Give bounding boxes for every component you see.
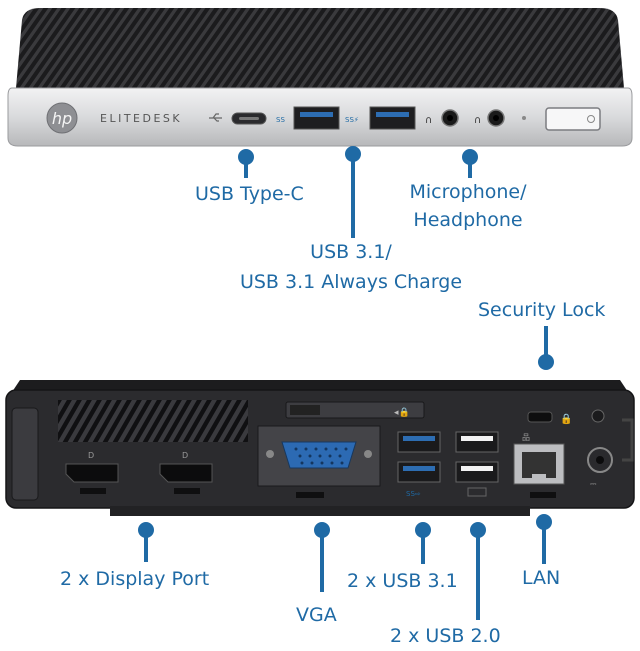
usb-2-0-port-top[interactable] — [455, 431, 499, 453]
lock-icon: 🔒 — [560, 413, 572, 425]
usb31-callout-line — [351, 158, 355, 238]
dc-symbol-icon: ⎓ — [590, 479, 597, 488]
headset-icon: ∩ — [474, 115, 481, 126]
rear-ss-symbol-icon: SS⇨ — [406, 490, 421, 498]
rear-side-tab — [11, 407, 39, 501]
usb-2-0-port-bottom[interactable] — [455, 461, 499, 483]
security-lock-callout-dot — [538, 354, 554, 370]
usb31-label-line2: USB 3.1 Always Charge — [239, 271, 463, 293]
usb20-label: 2 x USB 2.0 — [390, 625, 501, 647]
lan-callout-dot — [536, 514, 552, 530]
mic-callout-line — [468, 160, 472, 178]
padlock-loop[interactable] — [591, 409, 605, 423]
usb-c-callout-line — [244, 160, 248, 178]
network-icon: 品 — [522, 433, 530, 442]
mic-callout-dot — [462, 149, 478, 165]
usb-3-1-port-top[interactable] — [397, 431, 441, 453]
usb-3-1-always-charge-port[interactable] — [369, 106, 416, 130]
display-port-2[interactable]: D — [159, 451, 213, 483]
mic-label-line2: Headphone — [413, 209, 523, 231]
usb-c-callout-dot — [238, 149, 254, 165]
vga-callout-dot — [314, 522, 330, 538]
usb31-rear-callout-dot — [415, 522, 431, 538]
lan-label: LAN — [522, 567, 561, 589]
drive-led-icon — [522, 116, 526, 120]
rear-top-edge — [12, 380, 628, 392]
lan-callout-line — [542, 524, 546, 564]
display-port-callout-line — [144, 532, 148, 562]
vga-callout-line — [320, 532, 324, 592]
svg-text:D: D — [182, 451, 188, 460]
power-button[interactable] — [545, 107, 601, 131]
usb20-callout-line — [476, 532, 480, 620]
usb-3-1-port[interactable] — [293, 106, 340, 130]
security-lock-slot[interactable] — [527, 411, 553, 423]
svg-text:D: D — [88, 451, 94, 460]
unlock-icon: ◂🔒 — [394, 407, 410, 418]
vga-label: VGA — [296, 604, 337, 626]
mic-headphone-label: Microphone/ Headphone — [400, 180, 536, 232]
headphone-icon: ∩ — [425, 115, 432, 126]
ss-charge-symbol-icon: SS⚡ — [345, 116, 359, 124]
display-port-1[interactable]: D — [65, 451, 119, 483]
hp-logo-icon: hp — [46, 102, 78, 134]
usb-type-c-label: USB Type-C — [195, 183, 304, 205]
front-view: hp ELITEDESK SS SS⚡ ∩ ∩ — [7, 8, 633, 147]
front-top-vents — [16, 8, 624, 88]
mic-label-line1: Microphone/ — [409, 181, 527, 203]
usb-symbol-icon — [209, 113, 222, 122]
security-lock-label: Security Lock — [478, 299, 606, 321]
usb20-callout-dot — [470, 522, 486, 538]
power-icon — [587, 115, 595, 123]
usb31-rear-label: 2 x USB 3.1 — [347, 570, 458, 592]
usb31-label-line1: USB 3.1/ — [310, 241, 392, 263]
usb31-rear-callout-line — [421, 532, 425, 564]
usb31-label: USB 3.1/ USB 3.1 Always Charge — [236, 240, 466, 294]
cable-hook — [622, 418, 634, 462]
svg-text:hp: hp — [52, 109, 72, 128]
display-port-label: 2 x Display Port — [60, 568, 210, 590]
ss-symbol-icon: SS — [276, 116, 285, 124]
rear-view: ◂🔒 D D SS⇨ — [5, 380, 635, 516]
security-lock-callout-line — [544, 326, 548, 358]
model-text: ELITEDESK — [100, 112, 182, 125]
rear-vent-grille — [58, 400, 248, 442]
display-port-callout-dot — [138, 522, 154, 538]
usb-3-1-port-bottom[interactable] — [397, 461, 441, 483]
usb31-callout-dot — [345, 146, 361, 162]
release-latch[interactable] — [285, 401, 425, 419]
